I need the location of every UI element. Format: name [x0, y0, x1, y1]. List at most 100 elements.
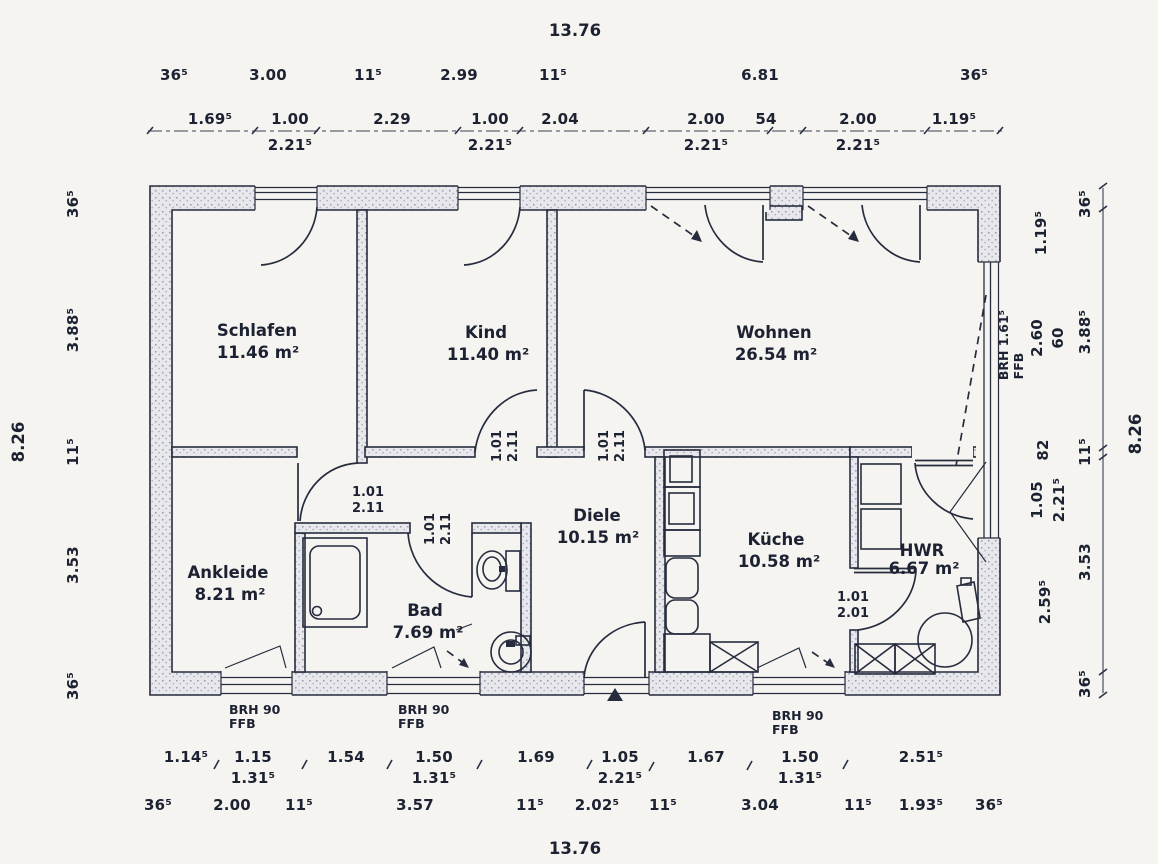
dimensions-bottom: 1.14⁵ 1.15 1.54 1.50 1.69 1.05 1.67 1.50…: [144, 748, 1003, 858]
dim-bottom2: 3.57: [396, 796, 434, 814]
wall-schlafen-kind: [356, 209, 368, 464]
wohnen-terrace-door-2: [807, 204, 921, 263]
hwr-door-from-wohnen: [914, 459, 974, 520]
hwr-washer-dryer: [854, 643, 936, 675]
dim-bottom-sub: 2.21⁵: [598, 769, 643, 787]
room-schlafen-name: Schlafen: [217, 321, 297, 340]
hwr-door-from-kueche: [854, 567, 917, 631]
dim-bottom: 1.15: [234, 748, 272, 766]
ffb-label-1: FFB: [229, 716, 256, 731]
dim-right-inner: 1.19⁵: [1032, 211, 1050, 256]
dim-bottom-sub: 1.31⁵: [231, 769, 276, 787]
hwr-door-height: 2.01: [837, 606, 869, 621]
dim-top: 54: [755, 110, 776, 128]
shower-inner: [309, 545, 361, 620]
wall-kind-wohnen: [546, 209, 558, 458]
dim-bottom2: 3.04: [741, 796, 779, 814]
kind-window-swing: [463, 206, 521, 266]
dim-top: 2.29: [373, 110, 411, 128]
dimensions-left: 8.26 36⁵ 3.88⁵ 11⁵ 3.53 36⁵: [9, 190, 82, 700]
dim-bottom-sub: 1.31⁵: [412, 769, 457, 787]
dim-right-total: 8.26: [1126, 414, 1145, 455]
dimensions-right: 1.19⁵ 2.60 60 82 1.05 2.21⁵ 2.59⁵ 36⁵ 3.…: [1028, 190, 1145, 698]
hwr-boiler: [917, 612, 973, 668]
bottom-ticks: [213, 759, 849, 772]
pier-wohnen-doors: [765, 205, 803, 221]
brh-label-1: BRH 90: [229, 702, 281, 717]
dim-bottom2: 11⁵: [649, 796, 677, 814]
room-bad-name: Bad: [407, 601, 443, 620]
dim-right-inner: 60: [1049, 327, 1067, 348]
wall-openings: [221, 184, 1002, 697]
dim-bottom: 1.50: [781, 748, 819, 766]
dim-left-total: 8.26: [9, 422, 28, 463]
schlafen-window-swing: [260, 206, 318, 266]
dim-left: 3.53: [64, 546, 82, 584]
wall-h1a: [171, 446, 298, 458]
wall-hwr-top: [849, 446, 913, 458]
brh-label-2: BRH 90: [398, 702, 450, 717]
dim-right: 36⁵: [1076, 670, 1094, 698]
dim-left: 36⁵: [64, 672, 82, 700]
dim-lintel: 2.21⁵: [468, 136, 513, 154]
dim-top: 1.00: [471, 110, 509, 128]
kitchen-sink-1: [665, 557, 699, 599]
kitchen-counter: [663, 529, 701, 557]
dim-bottom2: 11⁵: [285, 796, 313, 814]
kitchen-fixtures: [663, 449, 759, 673]
dim-right: 3.53: [1076, 543, 1094, 581]
wohnen-door-width: 1.01: [597, 430, 612, 462]
wall-bad-diele: [520, 522, 532, 673]
entrance-marker: [607, 688, 623, 701]
hwr-fixtures: [854, 463, 981, 675]
room-kind-area: 11.40 m²: [447, 345, 529, 364]
dim-lintel: 2.21⁵: [268, 136, 313, 154]
dim-bottom: 1.50: [415, 748, 453, 766]
wall-bad-top-left: [294, 522, 411, 534]
dim-bottom2: 36⁵: [144, 796, 172, 814]
dim-top: 2.00: [839, 110, 877, 128]
room-ankleide-area: 8.21 m²: [195, 585, 266, 604]
ffb-label-2: FFB: [398, 716, 425, 731]
kind-door: [474, 389, 538, 453]
room-diele-name: Diele: [573, 506, 620, 525]
room-wohnen-name: Wohnen: [736, 323, 811, 342]
hwr-door-width: 1.01: [837, 590, 869, 605]
window-glazing: [221, 191, 992, 686]
shower-drain: [311, 605, 323, 617]
wohnen-terrace-door-1: [650, 204, 764, 263]
dim-top: 36⁵: [160, 66, 188, 84]
washbasin: [490, 631, 532, 673]
windows: [220, 186, 1000, 695]
ffb-living-label: FFB: [1011, 353, 1026, 380]
wall-bad-top-right: [471, 522, 522, 534]
dim-bottom2: 11⁵: [516, 796, 544, 814]
window-sill-labels: BRH 90 FFB BRH 90 FFB BRH 90 FFB BRH 1.6…: [229, 310, 1026, 737]
bad-door-width: 1.01: [423, 513, 438, 545]
dim-top: 2.04: [541, 110, 579, 128]
dim-top: 2.00: [687, 110, 725, 128]
kitchen-sink-2: [665, 599, 699, 635]
dim-bottom2: 1.93⁵: [899, 796, 944, 814]
ffb-label-3: FFB: [772, 722, 799, 737]
dim-right: 11⁵: [1076, 438, 1094, 466]
dim-bottom2: 11⁵: [844, 796, 872, 814]
kitchen-hob: [709, 641, 759, 673]
dim-top: 36⁵: [960, 66, 988, 84]
dim-bottom: 2.51⁵: [899, 748, 944, 766]
toilet: [476, 550, 521, 592]
dim-top: 1.19⁵: [932, 110, 977, 128]
door-labels: 1.01 2.11 1.01 2.11 1.01 2.11 1.01 2.11 …: [352, 430, 869, 621]
dimension-chains: [146, 126, 1108, 772]
dim-bottom: 1.54: [327, 748, 365, 766]
interior-walls: [171, 205, 979, 673]
dim-bottom: 1.67: [687, 748, 725, 766]
dim-left: 11⁵: [64, 438, 82, 466]
room-hwr-area: 6.67 m²: [889, 559, 960, 578]
dim-right: 3.88⁵: [1076, 310, 1094, 355]
room-kueche-name: Küche: [748, 530, 805, 549]
ankleide-door-height: 2.11: [352, 501, 384, 516]
bad-label-leader: [455, 623, 473, 631]
dim-top: 3.00: [249, 66, 287, 84]
